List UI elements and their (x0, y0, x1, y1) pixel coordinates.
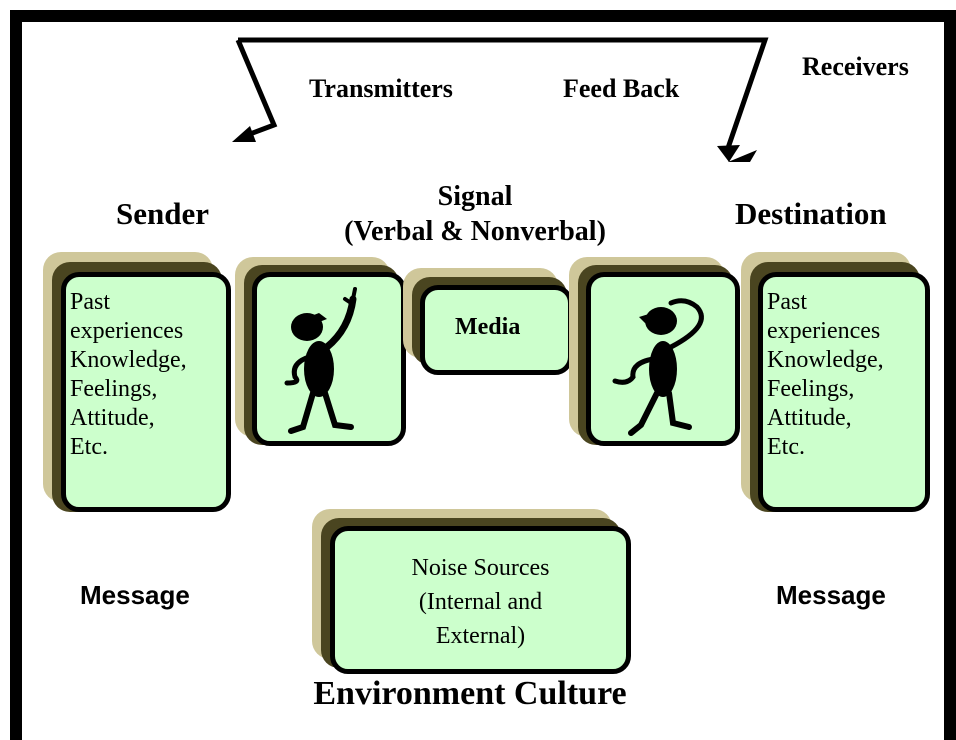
sender-line-1: Past (70, 289, 111, 315)
destination-line-3: Knowledge, (767, 347, 884, 373)
frame-top (10, 10, 956, 22)
transmitters-label: Transmitters (309, 74, 453, 103)
sender-line-2: experiences (70, 318, 184, 344)
sender-line-5: Attitude, (70, 405, 155, 431)
destination-line-4: Feelings, (767, 376, 855, 402)
destination-box: Past experiences Knowledge, Feelings, At… (758, 272, 930, 512)
receivers-label: Receivers (802, 52, 909, 81)
sender-line-6: Etc. (70, 434, 108, 460)
destination-line-2: experiences (767, 318, 881, 344)
destination-line-5: Attitude, (767, 405, 852, 431)
feedback-arrows (232, 37, 769, 162)
sender-line-4: Feelings, (70, 376, 158, 402)
destination-label: Destination (735, 196, 887, 231)
media-label: Media (455, 314, 521, 340)
destination-box-text: Past experiences Knowledge, Feelings, At… (767, 288, 884, 462)
noise-sources-box: Noise Sources (Internal and External) (330, 526, 631, 674)
receiver-figure-box (586, 272, 740, 446)
media-box: Media (420, 285, 573, 375)
noise-line-1: Noise Sources (411, 555, 550, 581)
frame-left (10, 10, 22, 740)
frame-right (944, 10, 956, 740)
message-left-label: Message (80, 580, 190, 610)
sender-label: Sender (116, 196, 209, 231)
noise-line-3: External) (435, 623, 526, 649)
signal-label: Signal (437, 181, 513, 212)
sender-box-text: Past experiences Knowledge, Feelings, At… (70, 288, 187, 462)
noise-line-2: (Internal and (418, 589, 543, 615)
person-pointing-up-icon (284, 287, 357, 434)
person-scratching-head-icon (612, 298, 704, 436)
sender-box: Past experiences Knowledge, Feelings, At… (61, 272, 231, 512)
signal-subtitle: (Verbal & Nonverbal) (344, 216, 606, 247)
noise-sources-text: Noise Sources (Internal and External) (335, 551, 626, 653)
sender-line-3: Knowledge, (70, 347, 187, 373)
environment-culture-label: Environment Culture (313, 675, 627, 712)
message-right-label: Message (776, 580, 886, 610)
destination-line-1: Past (767, 289, 808, 315)
feed-back-label: Feed Back (563, 74, 680, 103)
destination-line-6: Etc. (767, 434, 805, 460)
sender-figure-box (252, 272, 406, 446)
